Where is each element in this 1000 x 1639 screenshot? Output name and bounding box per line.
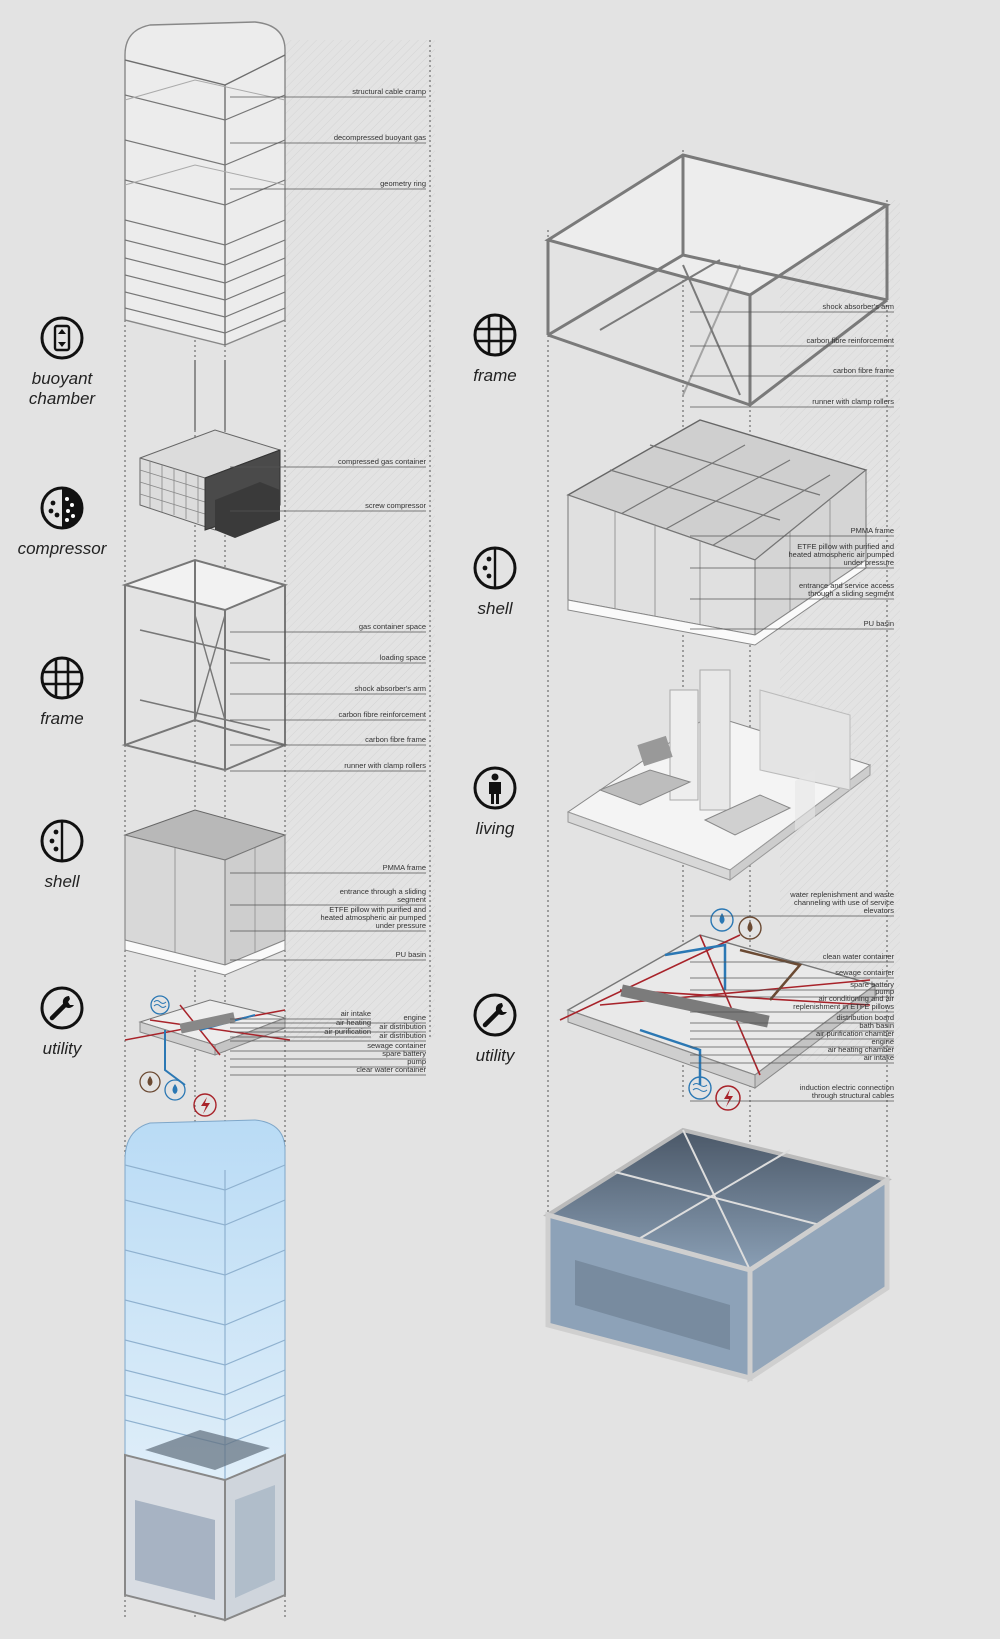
label-r-spare-battery: spare battery	[850, 980, 894, 989]
label-r-air-conditioning: air conditioning and air replenishment i…	[793, 994, 894, 1011]
label-carbon-fibre-reinforcement: carbon fibre reinforcement	[338, 710, 426, 719]
label-air-distribution-1: air distribution	[379, 1022, 426, 1031]
category-title: shell	[44, 872, 80, 891]
category-title: frame	[40, 709, 84, 728]
category-title: utility	[475, 1046, 515, 1065]
label-r-bath-basin: bath basin	[859, 1021, 894, 1030]
buoyant-chamber-top	[124, 21, 286, 346]
right-assembled-module	[543, 769, 892, 1383]
label-r-air-intake: air intake	[863, 1053, 894, 1062]
label-r-pu-basin: PU basin	[863, 619, 894, 628]
right-shell-drawing	[566, 419, 868, 646]
label-r-engine: engine	[871, 1037, 894, 1046]
label-gas-container-space: gas container space	[358, 622, 426, 631]
label-screw-compressor: screw compressor	[365, 501, 426, 510]
category-title: shell	[477, 599, 513, 618]
frame-grid-icon	[40, 656, 84, 700]
label-r-runner-with-clamp-rollers: runner with clamp rollers	[812, 397, 894, 406]
compressor-icon	[40, 486, 84, 530]
right-frame-drawing	[544, 153, 891, 407]
label-pu-basin: PU basin	[395, 950, 426, 959]
compressor-drawing	[139, 429, 281, 538]
category-buoyant-chamber: buoyant chamber	[0, 315, 132, 409]
frame-grid-icon	[473, 313, 517, 357]
label-r-distribution-board: distribution board	[836, 1013, 894, 1022]
label-r-shock-absorbers-arm: shock absorber's arm	[822, 302, 894, 311]
label-shock-absorbers-arm: shock absorber's arm	[354, 684, 426, 693]
buoyant-chamber-icon	[40, 316, 84, 360]
label-air-heating: air heating	[335, 1018, 371, 1027]
label-r-pump: pump	[875, 987, 894, 996]
category-title: living	[475, 819, 515, 838]
label-etfe-pillow: ETFE pillow with purified and heated atm…	[320, 905, 426, 930]
label-structural-cable-cramp: structural cable cramp	[352, 87, 426, 96]
label-r-entrance-service-access: entrance and service access through a sl…	[798, 581, 894, 598]
category-utility-right: utility	[425, 992, 565, 1066]
right-utility-badges	[688, 908, 762, 1111]
category-title: utility	[42, 1039, 82, 1058]
label-pmma-frame: PMMA frame	[382, 863, 426, 872]
hatch-band-right	[780, 200, 900, 1060]
category-living: living	[425, 765, 565, 839]
category-title: chamber	[28, 389, 96, 408]
label-r-water-replenishment: water replenishment and waste channeling…	[790, 890, 894, 915]
label-sewage-container: sewage container	[367, 1041, 426, 1050]
left-assembled-tower	[124, 1119, 286, 1622]
category-title: buoyant	[31, 369, 93, 388]
person-icon	[473, 766, 517, 810]
category-title: compressor	[17, 539, 107, 558]
category-frame: frame	[0, 655, 132, 729]
label-geometry-ring: geometry ring	[380, 179, 426, 188]
shell-icon	[473, 546, 517, 590]
label-r-clean-water-container: clean water container	[822, 952, 894, 961]
label-r-carbon-fibre-frame: carbon fibre frame	[833, 366, 894, 375]
category-shell: shell	[0, 818, 132, 892]
label-r-air-heating-chamber: air heating chamber	[827, 1045, 894, 1054]
category-shell-right: shell	[425, 545, 565, 619]
left-utility-badges	[139, 995, 217, 1117]
label-clear-water-container: clear water container	[356, 1065, 426, 1074]
label-r-pmma-frame: PMMA frame	[850, 526, 894, 535]
label-r-carbon-fibre-reinforcement: carbon fibre reinforcement	[806, 336, 894, 345]
left-shell-drawing	[123, 809, 287, 976]
label-r-air-purification-chamber: air purification chamber	[816, 1029, 894, 1038]
label-compressed-gas-container: compressed gas container	[338, 457, 426, 466]
label-r-sewage-container: sewage container	[835, 968, 894, 977]
living-interior-drawing	[566, 669, 872, 881]
label-air-intake: air intake	[340, 1009, 371, 1018]
label-decompressed-buoyant-gas: decompressed buoyant gas	[333, 133, 426, 142]
label-loading-space: loading space	[379, 653, 426, 662]
category-frame-right: frame	[425, 312, 565, 386]
shell-icon	[40, 819, 84, 863]
category-title: frame	[473, 366, 517, 385]
label-air-purification: air purification	[324, 1027, 371, 1036]
label-r-induction-connection: induction electric connection through st…	[799, 1083, 894, 1100]
right-utility-drawing	[559, 934, 877, 1089]
wrench-icon	[40, 986, 84, 1030]
label-entrance-sliding-segment: entrance through a sliding segment	[339, 887, 426, 904]
label-pump: pump	[407, 1057, 426, 1066]
label-runner-with-clamp-rollers: runner with clamp rollers	[344, 761, 426, 770]
label-carbon-fibre-frame: carbon fibre frame	[365, 735, 426, 744]
label-r-etfe-pillow: ETFE pillow with purified and heated atm…	[788, 542, 894, 567]
category-compressor: compressor	[0, 485, 132, 559]
label-engine: engine	[403, 1013, 426, 1022]
label-spare-battery: spare battery	[382, 1049, 426, 1058]
category-utility: utility	[0, 985, 132, 1059]
suspension-cables	[194, 360, 226, 430]
wrench-icon	[473, 993, 517, 1037]
label-air-distribution-2: air distribution	[379, 1031, 426, 1040]
